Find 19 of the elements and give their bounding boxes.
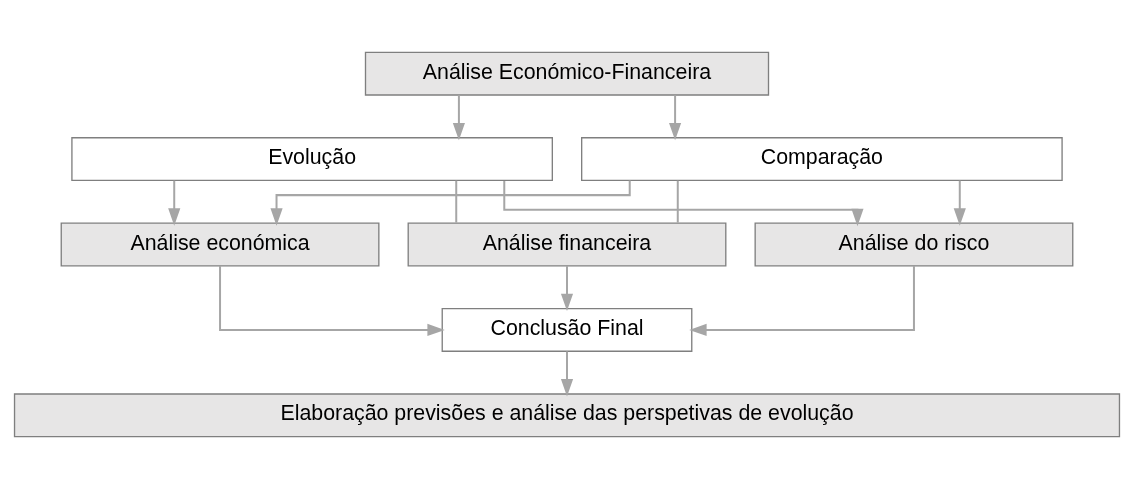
node-box: Análise financeira [407,222,727,266]
arrow [560,264,574,311]
node-box: Conclusão Final [441,307,693,352]
arrow [219,264,445,336]
node-box: Análise Económico-Financeira [364,51,770,96]
arrow [503,179,864,226]
arrow [689,264,915,336]
arrow [560,349,574,396]
node-box: Análise do risco [754,222,1074,266]
connector [676,179,679,224]
arrow [168,179,181,226]
arrow [452,93,465,140]
connector [455,179,458,224]
arrow [669,93,682,140]
node-box: Elaboração previsões e análise das perspetivas de evolução [13,392,1121,437]
arrow [953,179,966,226]
node-box: Evolução [71,136,553,181]
node-box: Análise económica [60,222,380,266]
node-box: Comparação [581,136,1063,181]
